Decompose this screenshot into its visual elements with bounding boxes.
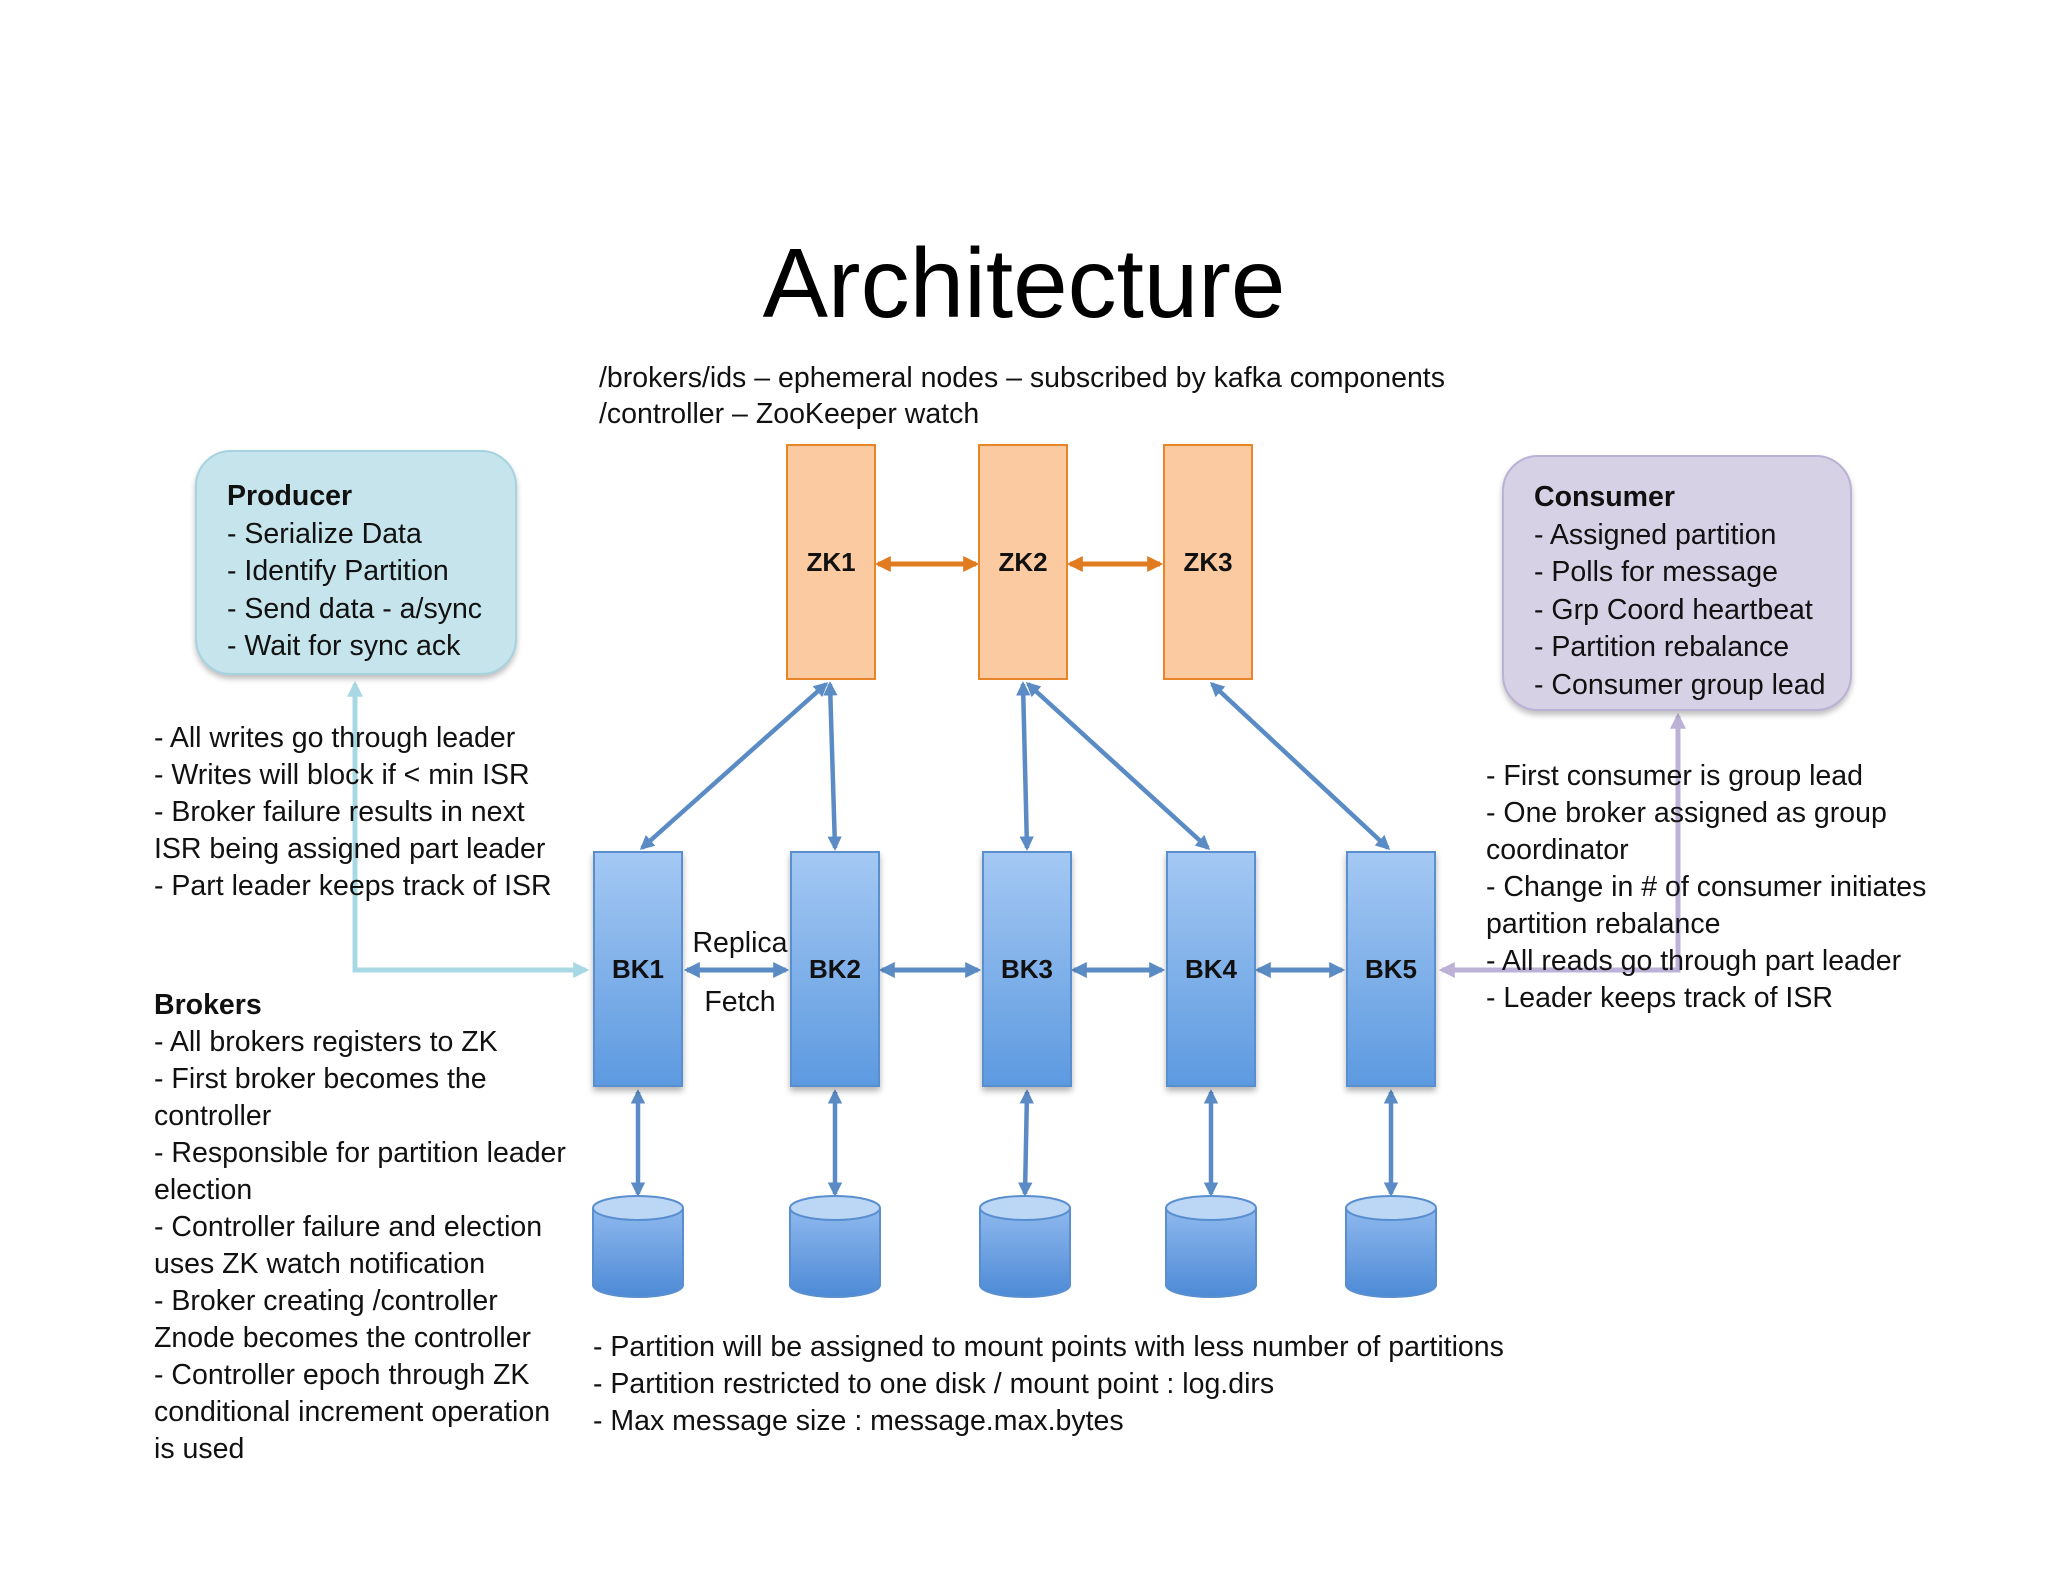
zookeeper-notes: /brokers/ids – ephemeral nodes – subscri…	[599, 360, 1445, 432]
disk-bk3	[979, 1195, 1071, 1298]
brokers-note-line: - All brokers registers to ZK	[154, 1026, 498, 1058]
producer-bk1-arrow	[346, 680, 590, 979]
leader-note-line: ISR being assigned part leader	[154, 833, 546, 865]
replica-label: Replica	[692, 927, 788, 959]
leader-note-line: - Broker failure results in next	[154, 796, 525, 828]
brokers-note-line: election	[154, 1174, 253, 1206]
disk-bk4	[1165, 1195, 1257, 1298]
disk-note-line: - Partition will be assigned to mount po…	[593, 1331, 1504, 1363]
zk-broker-arrows	[639, 681, 1391, 851]
producer-item: - Identify Partition	[227, 555, 449, 587]
brokers-note-line: is used	[154, 1433, 245, 1465]
leader-notes: - All writes go through leader - Writes …	[154, 720, 552, 905]
brokers-note-line: - Responsible for partition leader	[154, 1137, 566, 1169]
brokers-note-line: conditional increment operation	[154, 1396, 551, 1428]
zookeeper-node-zk2: ZK2	[978, 444, 1068, 680]
leader-note-line: - All writes go through leader	[154, 722, 516, 754]
consumer-note-line: - Leader keeps track of ISR	[1486, 982, 1833, 1014]
zookeeper-node-zk3: ZK3	[1163, 444, 1253, 680]
consumer-note-line: - First consumer is group lead	[1486, 760, 1863, 792]
brokers-note-line: - First broker becomes the	[154, 1063, 487, 1095]
consumer-text: Consumer - Assigned partition - Polls fo…	[1534, 479, 1826, 704]
slide-title: Architecture	[762, 228, 1286, 338]
consumer-box: Consumer - Assigned partition - Polls fo…	[1502, 455, 1852, 711]
brokers-note-line: Znode becomes the controller	[154, 1322, 532, 1354]
zk2-bk4-arrow	[1025, 682, 1211, 850]
broker-node-bk2: BK2	[790, 851, 880, 1087]
leader-note-line: - Writes will block if < min ISR	[154, 759, 530, 791]
disk-note-line: - Partition restricted to one disk / mou…	[593, 1368, 1275, 1400]
consumer-note-line: coordinator	[1486, 834, 1629, 866]
broker-node-bk3: BK3	[982, 851, 1072, 1087]
zk1-bk1-arrow	[639, 682, 829, 850]
broker-node-bk4: BK4	[1166, 851, 1256, 1087]
consumer-bk5-arrow	[1438, 712, 1687, 979]
brokers-note-line: - Broker creating /controller	[154, 1285, 498, 1317]
zk3-bk5-arrow	[1209, 682, 1391, 850]
disk-bk5	[1345, 1195, 1437, 1298]
producer-text: Producer - Serialize Data - Identify Par…	[227, 478, 482, 666]
disk-bk2	[789, 1195, 881, 1298]
broker-node-bk1: BK1	[593, 851, 683, 1087]
zookeeper-node-zk1: ZK1	[786, 444, 876, 680]
brokers-note-line: - Controller failure and election	[154, 1211, 543, 1243]
brokers-note-line: uses ZK watch notification	[154, 1248, 486, 1280]
producer-box: Producer - Serialize Data - Identify Par…	[195, 450, 517, 675]
brokers-notes: Brokers - All brokers registers to ZK - …	[154, 987, 566, 1468]
disk-notes: - Partition will be assigned to mount po…	[593, 1329, 1504, 1440]
fetch-label: Fetch	[704, 986, 776, 1018]
zk-note-line: /brokers/ids – ephemeral nodes – subscri…	[599, 362, 1445, 394]
broker-disk-arrows	[630, 1089, 1399, 1197]
consumer-note-line: - Change in # of consumer initiates	[1486, 871, 1927, 903]
broker-node-bk5: BK5	[1346, 851, 1436, 1087]
consumer-item: - Assigned partition	[1534, 518, 1777, 551]
zk1-bk2-arrow	[823, 681, 842, 851]
consumer-note-line: - All reads go through part leader	[1486, 945, 1902, 977]
producer-item: - Wait for sync ack	[227, 630, 461, 662]
consumer-item: - Polls for message	[1534, 556, 1778, 588]
consumer-notes: - First consumer is group lead - One bro…	[1486, 758, 1926, 1017]
brokers-note-line: controller	[154, 1100, 272, 1132]
disks	[592, 1195, 1437, 1298]
consumer-item: - Consumer group lead	[1534, 668, 1826, 701]
brokers-heading: Brokers	[154, 989, 262, 1021]
consumer-note-line: - One broker assigned as group	[1486, 797, 1887, 829]
disk-note-line: - Max message size : message.max.bytes	[593, 1405, 1124, 1437]
consumer-heading: Consumer	[1534, 481, 1675, 513]
brokers-note-line: - Controller epoch through ZK	[154, 1359, 530, 1391]
zk-note-line: /controller – ZooKeeper watch	[599, 398, 980, 430]
consumer-item: - Partition rebalance	[1534, 631, 1790, 663]
consumer-item: - Grp Coord heartbeat	[1534, 593, 1813, 626]
disk-bk1	[592, 1195, 684, 1298]
producer-item: - Serialize Data	[227, 517, 422, 550]
zk2-bk3-arrow	[1016, 681, 1034, 851]
leader-note-line: - Part leader keeps track of ISR	[154, 870, 552, 902]
consumer-note-line: partition rebalance	[1486, 908, 1721, 940]
producer-item: - Send data - a/sync	[227, 592, 483, 625]
producer-heading: Producer	[227, 480, 353, 512]
